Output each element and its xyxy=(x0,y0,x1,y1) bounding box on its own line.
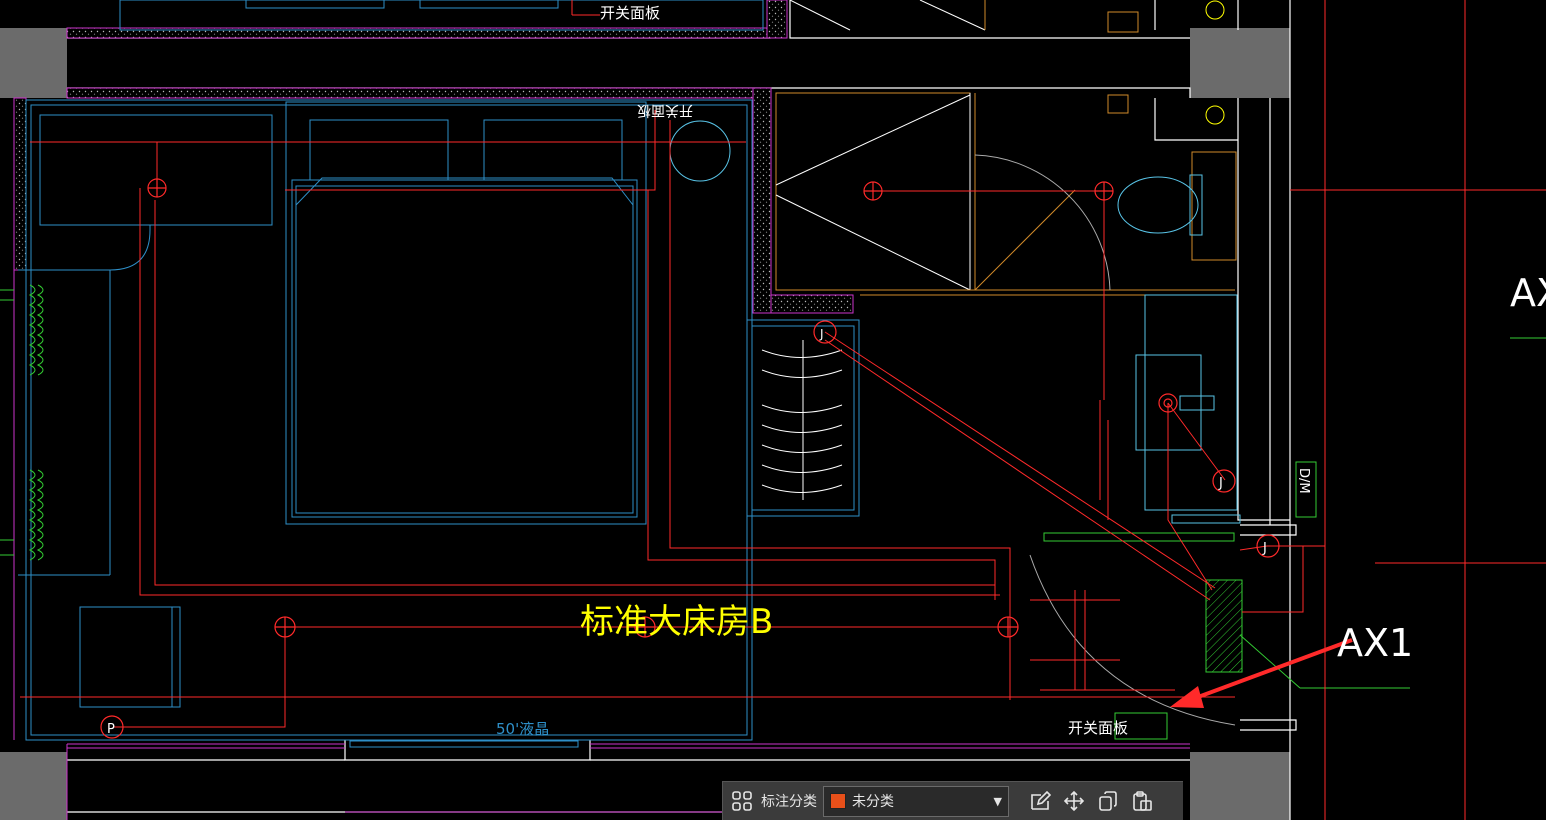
socket-j-2: J xyxy=(1218,476,1223,491)
category-select[interactable]: 未分类 ▼ xyxy=(823,785,1009,817)
electrical-wiring xyxy=(20,0,1546,820)
furniture-blue xyxy=(18,0,860,748)
door-swing xyxy=(1029,554,1236,726)
edit-icon[interactable] xyxy=(1027,788,1053,814)
move-icon[interactable] xyxy=(1061,788,1087,814)
switch-panel-upper: 开关面板 xyxy=(637,102,693,118)
category-select-value: 未分类 xyxy=(852,794,894,810)
hatched-walls xyxy=(13,0,854,314)
paste-icon[interactable] xyxy=(1129,788,1155,814)
wardrobe-hangers xyxy=(761,340,843,500)
switch-panel-top: 开关面板 xyxy=(600,4,660,22)
switch-panel-bottom: 开关面板 xyxy=(1068,719,1128,737)
structural-columns xyxy=(0,28,1290,820)
category-color-swatch xyxy=(830,793,846,809)
socket-p: P xyxy=(107,722,115,737)
caret-down-icon: ▼ xyxy=(993,794,1002,808)
socket-j-1: J xyxy=(819,327,824,341)
annotation-arrow xyxy=(1170,638,1353,708)
curtains xyxy=(0,284,44,561)
tv-label: 50'液晶 xyxy=(496,720,549,738)
grid-icon[interactable] xyxy=(729,788,755,814)
room-title: 标准大床房B xyxy=(580,602,773,642)
callout-ax1: AX1 xyxy=(1337,621,1413,665)
magenta-lines xyxy=(13,270,1190,820)
copy-icon[interactable] xyxy=(1095,788,1121,814)
edge-label-ax: AX xyxy=(1510,271,1546,315)
category-label: 标注分类 xyxy=(761,794,817,810)
annotation-toolbar: 标注分类 未分类 ▼ xyxy=(722,781,1183,820)
dm-label: D/M xyxy=(1296,468,1311,494)
light-fixtures xyxy=(100,178,1280,739)
entry-door xyxy=(1043,337,1546,740)
socket-j-3: J xyxy=(1262,541,1267,556)
